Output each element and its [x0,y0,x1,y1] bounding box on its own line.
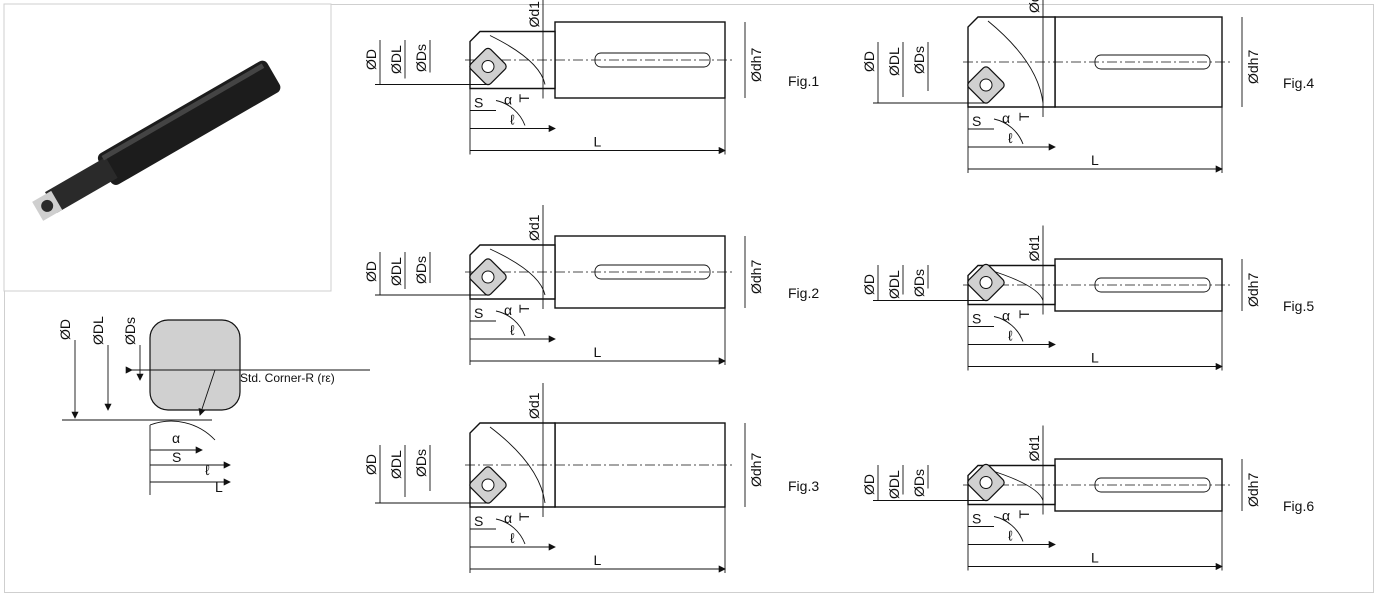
label-DL: ØDL [388,257,404,286]
detail-label-DL: ØDL [90,316,106,345]
label-L: L [594,552,602,568]
label-S: S [474,305,483,321]
label-D: ØD [363,49,379,70]
label-dh7: Ødh7 [1245,473,1261,507]
label-dh7: Ødh7 [1245,273,1261,307]
label-Ds: ØDs [413,256,429,284]
insert-screw-icon [979,78,993,92]
label-alpha: α [504,302,512,318]
figure-caption: Fig.2 [788,285,819,301]
insert-screw-icon [979,476,993,489]
detail-label-Ds: ØDs [122,317,138,345]
label-T: T [516,512,532,521]
label-DL: ØDL [886,270,902,299]
label-dh7: Ødh7 [748,48,764,82]
label-dh7: Ødh7 [748,453,764,487]
product-photo [3,3,332,292]
dim-arc-alpha [993,118,1024,145]
figure-caption: Fig.5 [1283,298,1314,314]
label-T: T [1016,510,1032,519]
label-alpha: α [1002,110,1010,126]
label-alpha: α [504,92,512,108]
label-Ds: ØDs [413,44,429,72]
figure-caption: Fig.1 [788,73,819,89]
label-DL: ØDL [388,45,404,74]
detail-label-D: ØD [57,319,73,340]
label-Ds: ØDs [911,46,927,74]
insert-screw-icon [979,276,993,289]
label-alpha: α [504,510,512,526]
label-S: S [474,95,483,111]
dim-arc-alpha [993,516,1024,542]
label-D: ØD [363,261,379,282]
label-ell: ℓ [510,530,515,546]
label-Ds: ØDs [911,469,927,497]
label-ell: ℓ [1008,528,1013,544]
figure-caption: Fig.3 [788,478,819,494]
detail-label-L: L [215,479,223,495]
figure-caption: Fig.4 [1283,75,1314,91]
detail-label-alpha: α [172,430,180,446]
dim-arc-alpha [993,316,1024,342]
label-L: L [1091,550,1099,566]
figure-caption: Fig.6 [1283,498,1314,514]
label-L: L [1091,350,1099,366]
label-ell: ℓ [1008,130,1013,146]
label-ell: ℓ [510,112,515,128]
label-dh7: Ødh7 [748,260,764,294]
label-L: L [594,344,602,360]
label-dh7: Ødh7 [1245,50,1261,84]
label-d1: Ød1 [526,392,542,419]
label-L: L [594,134,602,150]
label-T: T [1016,112,1032,121]
detail-label-ell: ℓ [205,462,210,478]
label-S: S [474,513,483,529]
detail-label-S: S [172,449,181,465]
label-Ds: ØDs [911,269,927,297]
label-T: T [516,94,532,103]
detail-label-corner: Std. Corner-R (rε) [240,371,335,385]
insert-square [149,319,241,411]
label-d1: Ød1 [1026,235,1042,262]
label-D: ØD [861,474,877,495]
insert-screw-icon [481,270,495,284]
label-S: S [972,113,981,129]
label-alpha: α [1002,308,1010,324]
label-T: T [516,304,532,313]
label-T: T [1016,310,1032,319]
label-DL: ØDL [388,450,404,479]
label-d1: Ød1 [526,214,542,241]
label-DL: ØDL [886,470,902,499]
label-ell: ℓ [510,322,515,338]
dim-arc-alpha [495,518,526,545]
insert-detail-view: ØD ØDL ØDs Std. Corner-R (rε) α S ℓ L [57,316,370,495]
label-L: L [1091,152,1099,168]
label-d1: Ød1 [1026,435,1042,462]
label-ell: ℓ [1008,328,1013,344]
label-D: ØD [363,454,379,475]
label-D: ØD [861,51,877,72]
label-S: S [972,511,981,527]
label-Ds: ØDs [413,449,429,477]
drawing-frame [4,4,1374,593]
label-S: S [972,311,981,327]
shank-body [554,422,726,508]
label-alpha: α [1002,508,1010,524]
dim-arc-alpha [495,100,526,126]
label-d1: Ød1 [526,1,542,28]
label-DL: ØDL [886,47,902,76]
insert-screw-icon [481,60,495,73]
dim-arc-alpha [495,310,526,337]
label-D: ØD [861,274,877,295]
insert-screw-icon [481,478,495,492]
label-d1: Ød1 [1026,0,1042,13]
